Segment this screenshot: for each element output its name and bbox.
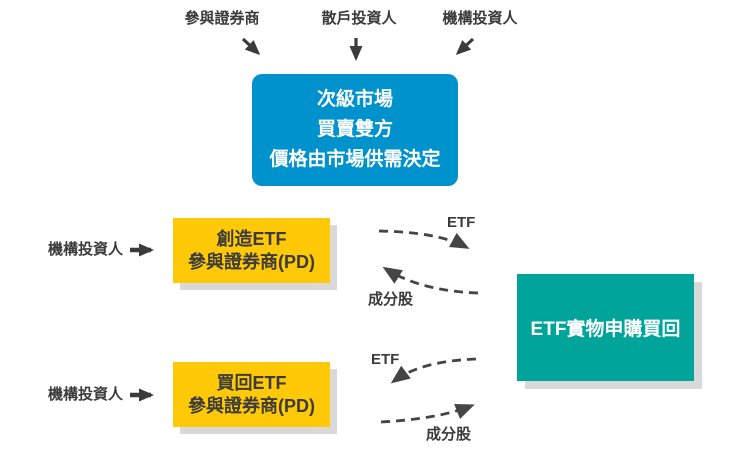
secondary-market-line1: 次級市場 <box>316 89 393 110</box>
label-retail-investor-top: 散戶投資人 <box>321 10 397 27</box>
physical-creation-redemption-label: ETF實物申購買回 <box>530 319 681 340</box>
label-institutional-investor-top: 機構投資人 <box>442 10 518 27</box>
label-etf-redeem-flow: ETF <box>371 351 400 368</box>
creation-pd-title: 創造ETF <box>216 228 287 249</box>
dashed-arrow-etf-to-physical-icon <box>378 229 470 249</box>
creation-pd-box: 創造ETF 參與證券商(PD) <box>173 218 330 283</box>
secondary-market-line2: 買賣雙方 <box>316 119 393 140</box>
secondary-market-box: 次級市場 買賣雙方 價格由市場供需決定 <box>252 74 458 186</box>
physical-creation-redemption-box: ETF實物申購買回 <box>517 274 694 381</box>
label-participating-dealer-top: 參與證券商 <box>184 10 260 27</box>
redemption-pd-box: 買回ETF 參與證券商(PD) <box>173 362 330 427</box>
label-institutional-investor-redeem: 機構投資人 <box>48 386 124 403</box>
dashed-arrow-components-to-physical-icon <box>380 404 475 424</box>
label-component-stocks-redeem-flow: 成分股 <box>426 426 472 443</box>
creation-pd-subtitle: 參與證券商(PD) <box>188 251 315 272</box>
dashed-arrow-etf-to-redemption-icon <box>390 357 477 384</box>
redemption-pd-subtitle: 參與證券商(PD) <box>188 395 315 416</box>
label-etf-create-flow: ETF <box>447 214 476 231</box>
arrow-institutional-to-market-icon <box>455 37 475 56</box>
redemption-pd-title: 買回ETF <box>216 372 287 393</box>
label-institutional-investor-create: 機構投資人 <box>48 241 124 258</box>
dashed-arrow-components-to-creation-icon <box>382 266 479 295</box>
label-component-stocks-create-flow: 成分股 <box>368 291 414 308</box>
arrow-dealer-to-market-icon <box>241 37 261 56</box>
secondary-market-line3: 價格由市場供需決定 <box>269 149 441 170</box>
